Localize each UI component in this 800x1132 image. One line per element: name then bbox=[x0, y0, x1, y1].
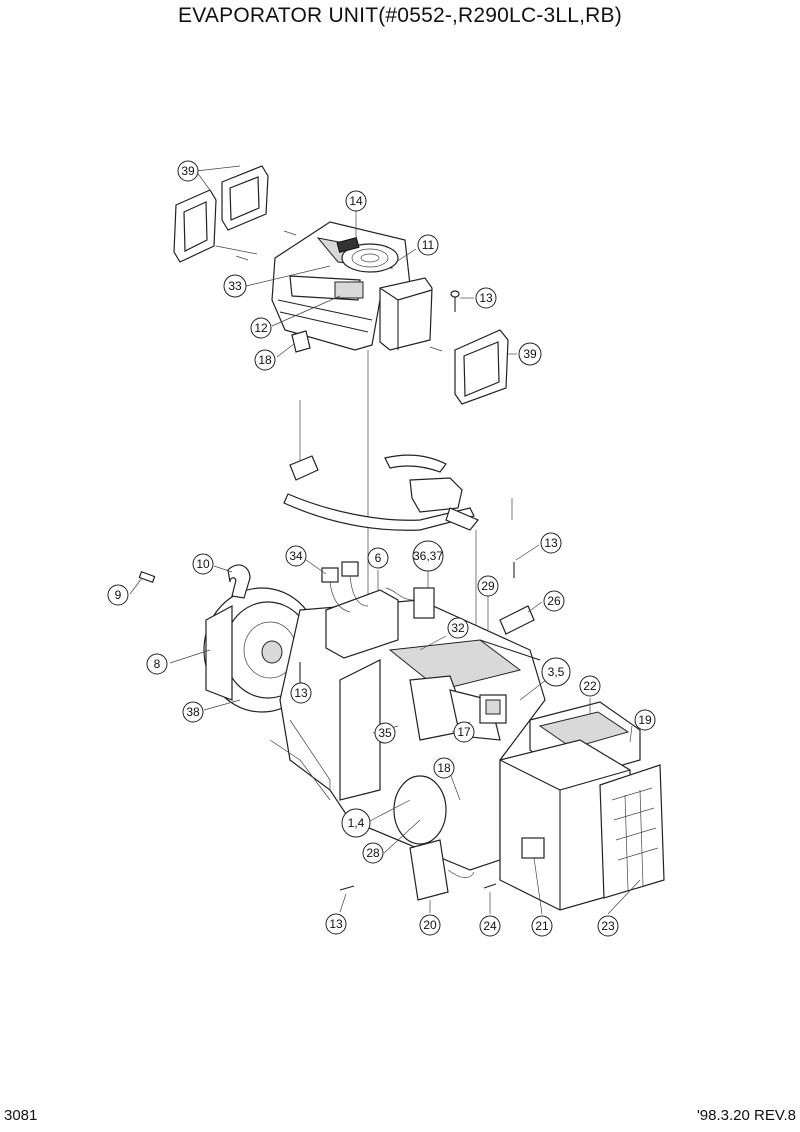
gasket-39-right bbox=[454, 329, 509, 405]
actuator-20 bbox=[409, 839, 475, 901]
svg-text:8: 8 bbox=[154, 657, 161, 671]
svg-text:20: 20 bbox=[423, 918, 437, 932]
filter-case-21 bbox=[499, 739, 631, 911]
callout-29: 29 bbox=[477, 575, 499, 597]
svg-text:13: 13 bbox=[294, 686, 308, 700]
svg-text:21: 21 bbox=[535, 919, 549, 933]
callout-13-c: 13 bbox=[290, 682, 312, 704]
clip-18-upper bbox=[291, 330, 311, 353]
svg-text:36,37: 36,37 bbox=[413, 549, 443, 563]
clamp-26 bbox=[499, 605, 535, 635]
callout-19: 19 bbox=[634, 709, 656, 731]
callout-24: 24 bbox=[479, 915, 501, 937]
svg-text:9: 9 bbox=[115, 588, 122, 602]
svg-text:13: 13 bbox=[479, 291, 493, 305]
page-title: EVAPORATOR UNIT(#0552-,R290LC-3LL,RB) bbox=[178, 4, 622, 27]
svg-text:34: 34 bbox=[289, 549, 303, 563]
svg-text:18: 18 bbox=[258, 353, 272, 367]
pipe-bracket-assembly bbox=[283, 400, 513, 531]
svg-text:11: 11 bbox=[422, 238, 435, 252]
callout-32: 32 bbox=[447, 617, 469, 639]
screw-13-upper bbox=[450, 290, 460, 312]
callout-21: 21 bbox=[531, 915, 553, 937]
svg-text:17: 17 bbox=[457, 725, 471, 739]
callout-39-a: 39 bbox=[177, 160, 199, 182]
callout-22: 22 bbox=[579, 675, 601, 697]
page-number: 3081 bbox=[4, 1107, 38, 1124]
callout-34: 34 bbox=[285, 545, 307, 567]
callout-3-5: 3,5 bbox=[541, 657, 571, 687]
screw-24 bbox=[483, 883, 497, 889]
callout-1-4: 1,4 bbox=[341, 808, 371, 838]
callout-35: 35 bbox=[374, 722, 396, 744]
callout-14: 14 bbox=[345, 190, 367, 212]
duct-outlet bbox=[379, 277, 433, 351]
svg-text:24: 24 bbox=[483, 919, 497, 933]
svg-text:26: 26 bbox=[547, 594, 561, 608]
gasket-39-left-b bbox=[221, 165, 269, 231]
svg-text:6: 6 bbox=[375, 551, 382, 565]
screw-13-bottom bbox=[339, 885, 355, 891]
callout-18-b: 18 bbox=[433, 757, 455, 779]
callout-8: 8 bbox=[146, 653, 168, 675]
svg-text:28: 28 bbox=[366, 846, 380, 860]
svg-text:33: 33 bbox=[228, 279, 242, 293]
svg-text:10: 10 bbox=[196, 557, 210, 571]
callout-18-a: 18 bbox=[254, 349, 276, 371]
svg-text:12: 12 bbox=[254, 321, 268, 335]
svg-text:32: 32 bbox=[451, 621, 465, 635]
svg-text:19: 19 bbox=[638, 713, 652, 727]
callout-23: 23 bbox=[597, 915, 619, 937]
elbow-pipe-10 bbox=[227, 564, 251, 599]
svg-text:23: 23 bbox=[601, 919, 615, 933]
svg-text:13: 13 bbox=[329, 917, 343, 931]
svg-text:13: 13 bbox=[544, 536, 558, 550]
main-housing-body bbox=[269, 589, 546, 871]
filter-cover-23 bbox=[599, 764, 665, 899]
gasket-39-left-a bbox=[173, 189, 217, 263]
svg-text:1,4: 1,4 bbox=[348, 816, 365, 830]
callout-28: 28 bbox=[362, 842, 384, 864]
callout-13-a: 13 bbox=[475, 287, 497, 309]
svg-text:22: 22 bbox=[583, 679, 597, 693]
blower-case-upper bbox=[271, 221, 411, 351]
svg-text:14: 14 bbox=[349, 194, 363, 208]
callout-26: 26 bbox=[543, 590, 565, 612]
svg-text:18: 18 bbox=[437, 761, 451, 775]
svg-text:38: 38 bbox=[186, 705, 200, 719]
callout-36-37: 36,37 bbox=[412, 540, 444, 572]
callout-12: 12 bbox=[250, 317, 272, 339]
callout-20: 20 bbox=[419, 914, 441, 936]
svg-text:35: 35 bbox=[378, 726, 392, 740]
callout-38: 38 bbox=[182, 701, 204, 723]
callout-33: 33 bbox=[223, 274, 247, 298]
svg-text:29: 29 bbox=[481, 579, 495, 593]
callout-17: 17 bbox=[453, 721, 475, 743]
svg-text:39: 39 bbox=[181, 164, 195, 178]
callout-6: 6 bbox=[367, 547, 389, 569]
bolt-9 bbox=[138, 571, 156, 583]
callout-9: 9 bbox=[107, 584, 129, 606]
wiring-connectors-34 bbox=[321, 561, 369, 613]
svg-text:3,5: 3,5 bbox=[548, 665, 565, 679]
callout-13-b: 13 bbox=[540, 532, 562, 554]
callout-39-b: 39 bbox=[518, 342, 542, 366]
svg-text:39: 39 bbox=[523, 347, 537, 361]
connector-36-37 bbox=[385, 587, 435, 619]
callout-10: 10 bbox=[192, 553, 214, 575]
revision-stamp: '98.3.20 REV.8 bbox=[696, 1107, 796, 1124]
callout-11: 11 bbox=[417, 234, 439, 256]
callout-13-d: 13 bbox=[325, 913, 347, 935]
